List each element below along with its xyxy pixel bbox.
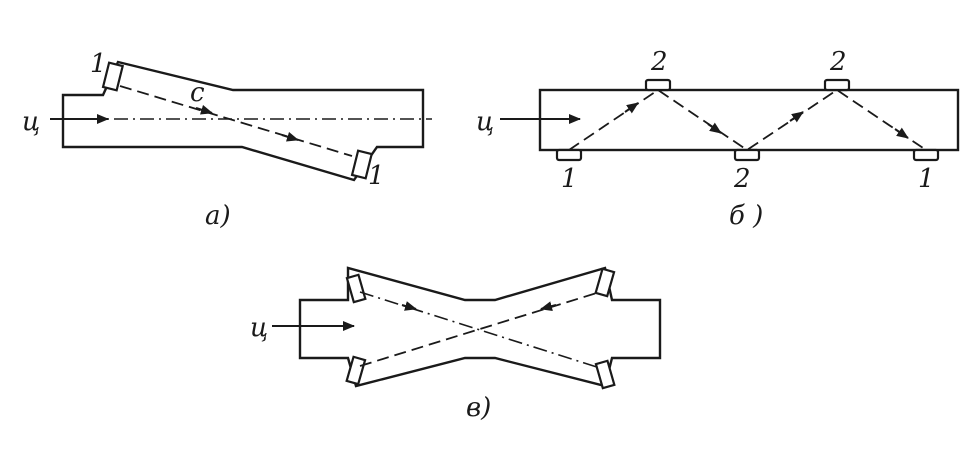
diagram-b-bottom-label-2: 2 (733, 164, 751, 194)
diagram-b: ц 2 2 1 2 1 б ) (476, 47, 960, 231)
diagram-a-sensor-bottom (350, 149, 374, 180)
diagram-b-flow-label: ц (476, 107, 494, 137)
diagram-b-sensor-bottom-3 (912, 148, 940, 162)
diagram-c-beam-path-2 (359, 291, 601, 367)
diagram-a-beam-path (119, 85, 353, 157)
diagram-b-beam-arrow-1 (624, 102, 639, 114)
diagram-c-sensor-top-left (345, 273, 367, 304)
diagram-c-beam-arrow-2 (540, 301, 557, 311)
diagram-c-beam-path-1 (359, 291, 601, 369)
diagram-a-sensor-top (101, 61, 125, 92)
diagram-b-top-label-2: 2 (829, 47, 847, 77)
diagram-b-sensor-top-1 (644, 78, 672, 92)
diagram-b-caption: б ) (729, 201, 763, 231)
diagram-c-sensor-bottom-left (345, 355, 367, 386)
diagram-c-sensor-bottom-right (594, 359, 616, 390)
diagram-c-sensor-top-right (594, 267, 616, 298)
diagram-c-flow-label: ц (250, 313, 268, 343)
diagram-a-caption: а) (205, 201, 231, 231)
diagram-b-sensor-top-2 (823, 78, 851, 92)
diagram-b-sensor-bottom-2 (733, 148, 761, 162)
diagram-a-sensor-bottom-label: 1 (368, 161, 385, 191)
diagram-b-beam-arrow-4 (894, 127, 909, 139)
diagram-b-sensor-bottom-1 (555, 148, 583, 162)
diagram-a: ц c 1 1 а) (22, 49, 432, 231)
diagram-a-beam-label: c (190, 78, 205, 108)
diagram-a-beam-arrow-1 (195, 104, 213, 115)
diagram-b-beam-arrow-2 (707, 122, 722, 134)
diagram-b-bottom-label-3: 1 (918, 164, 935, 194)
diagram-b-bottom-label-1: 1 (561, 164, 578, 194)
diagram-c-caption: в) (466, 393, 491, 423)
diagram-a-sensor-top-label: 1 (90, 49, 107, 79)
diagram-a-beam-arrow-2 (281, 131, 299, 142)
diagram-c: ц в) (250, 266, 662, 423)
diagram-b-top-label-1: 2 (650, 47, 668, 77)
diagram-b-beam-arrow-3 (789, 111, 804, 123)
diagram-a-flow-label: ц (22, 107, 40, 137)
diagram-c-beam-arrow-1 (401, 301, 417, 311)
diagram-b-pipe-outline (538, 88, 960, 152)
